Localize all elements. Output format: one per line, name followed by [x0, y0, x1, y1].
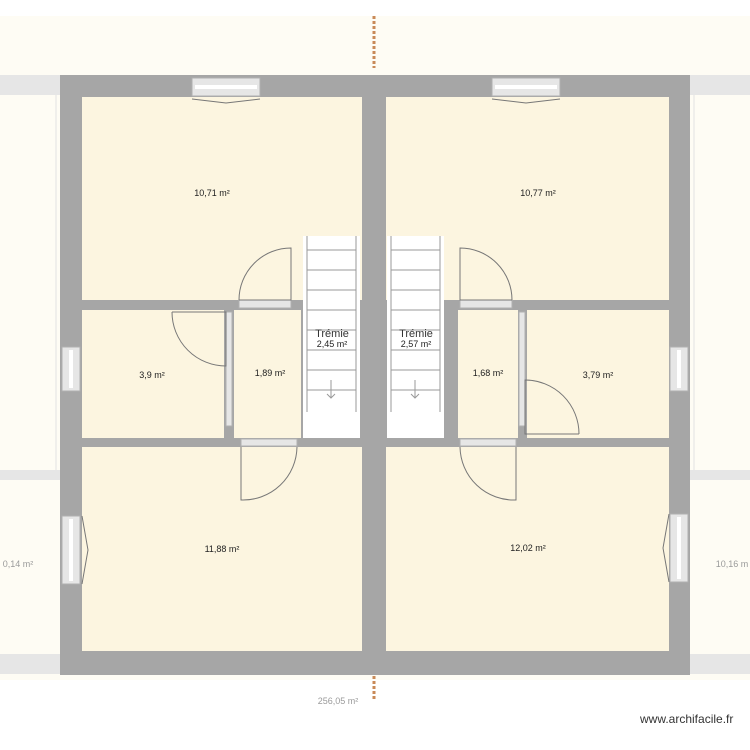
window-bottom-left-glass: [69, 519, 73, 581]
room-bottom-right: [386, 447, 669, 651]
door-swing-bottom-right: [459, 446, 517, 501]
door-swing-bottom-left: [240, 446, 298, 501]
room-top-left-area-label: 10,71 m²: [194, 188, 230, 198]
window-opening-top-left: [191, 98, 261, 104]
door-frame-bottom-right: [459, 438, 517, 447]
window-top-right-glass: [495, 85, 557, 89]
outside-left-area-label: 0,14 m²: [3, 559, 34, 569]
neighbour-wall-top-right: [690, 75, 750, 95]
room-wc-right: [458, 310, 518, 438]
room-bottom-left: [82, 447, 362, 651]
door-swing-small-right: [524, 379, 580, 435]
neighbour-wall-bottom-left: [0, 654, 60, 674]
window-opening-bottom-right: [662, 513, 670, 583]
window-opening-top-right: [491, 98, 561, 104]
door-frame-small-right: [518, 311, 526, 427]
neighbour-wall-top-left: [0, 75, 60, 95]
room-wc-left: [234, 310, 301, 438]
stairwell-right-arrowhead: [410, 393, 420, 399]
stairwell-left-area-label: 2,45 m²: [317, 339, 348, 349]
room-small-left: [82, 310, 224, 438]
neighbour-wall-bottom-right: [690, 654, 750, 674]
door-swing-top-left: [238, 247, 292, 301]
room-small-left-area-label: 3,9 m²: [139, 370, 165, 380]
window-top-left-glass: [195, 85, 257, 89]
stairwell-left-arrowhead: [326, 393, 336, 399]
window-opening-bottom-left: [81, 515, 89, 585]
room-small-right-area-label: 3,79 m²: [583, 370, 614, 380]
door-swing-top-right: [459, 247, 513, 301]
neighbour-wall-mid-right: [690, 470, 750, 480]
door-swing-small-left: [171, 311, 227, 367]
stairwell-right-name-label: Trémie: [399, 328, 433, 340]
window-small-left-glass: [69, 350, 73, 388]
room-bottom-left-area-label: 11,88 m²: [205, 544, 240, 554]
room-wc-right-area-label: 1,68 m²: [473, 368, 504, 378]
stairwell-right-area-label: 2,57 m²: [401, 339, 432, 349]
door-frame-small-left: [225, 311, 233, 427]
door-frame-top-left: [238, 299, 292, 309]
stairwell-left-name-label: Trémie: [315, 328, 349, 340]
room-wc-left-area-label: 1,89 m²: [255, 368, 286, 378]
total-area-label: 256,05 m²: [318, 696, 359, 706]
room-bottom-right-area-label: 12,02 m²: [510, 543, 546, 553]
room-top-right-area-label: 10,77 m²: [520, 188, 556, 198]
archifacile-watermark: www.archifacile.fr: [640, 712, 734, 726]
neighbour-wall-mid-left: [0, 470, 60, 480]
outside-right-area-label: 10,16 m: [716, 559, 749, 569]
room-small-right: [527, 310, 669, 438]
door-frame-bottom-left: [240, 438, 298, 447]
window-small-right-glass: [677, 350, 681, 388]
door-frame-top-right: [459, 299, 513, 309]
window-bottom-right-glass: [677, 517, 681, 579]
